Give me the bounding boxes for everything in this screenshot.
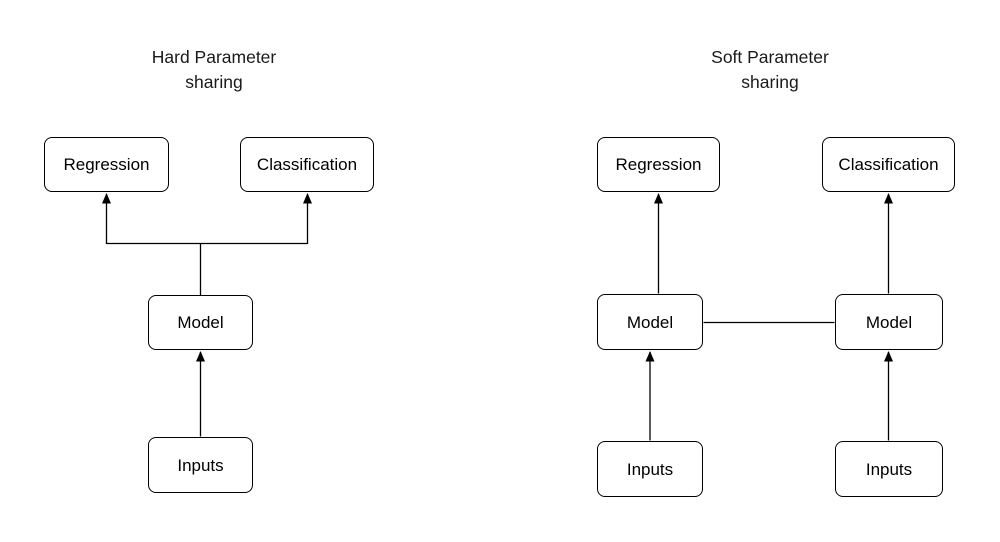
soft-title-line2: sharing	[741, 72, 799, 92]
hard-regression-node: Regression	[44, 137, 169, 192]
soft-sharing-title: Soft Parameter sharing	[620, 45, 920, 95]
soft-model-right-node: Model	[835, 294, 943, 350]
hard-title-line1: Hard Parameter	[151, 47, 277, 67]
hard-sharing-title: Hard Parameter sharing	[64, 45, 364, 95]
soft-title-line1: Soft Parameter	[711, 47, 829, 67]
hard-model-label: Model	[177, 313, 224, 332]
soft-model-left-label: Model	[626, 312, 674, 332]
soft-classification-label: Classification	[838, 155, 939, 174]
soft-inputs-left-label: Inputs	[626, 459, 674, 479]
hard-classification-label: Classification	[256, 155, 358, 174]
soft-model-right-label: Model	[865, 312, 913, 332]
soft-regression-label: Regression	[615, 155, 702, 174]
soft-classification-node: Classification	[822, 137, 955, 192]
hard-classification-node: Classification	[240, 137, 374, 192]
hard-inputs-label: Inputs	[177, 455, 224, 475]
soft-inputs-left-node: Inputs	[597, 441, 703, 497]
hard-model-node: Model	[148, 295, 253, 350]
soft-inputs-right-label: Inputs	[865, 459, 913, 479]
soft-model-left-node: Model	[597, 294, 703, 350]
hard-regression-label: Regression	[63, 155, 150, 174]
hard-inputs-node: Inputs	[148, 437, 253, 493]
soft-regression-node: Regression	[597, 137, 720, 192]
hard-title-line2: sharing	[185, 72, 243, 92]
soft-inputs-right-node: Inputs	[835, 441, 943, 497]
